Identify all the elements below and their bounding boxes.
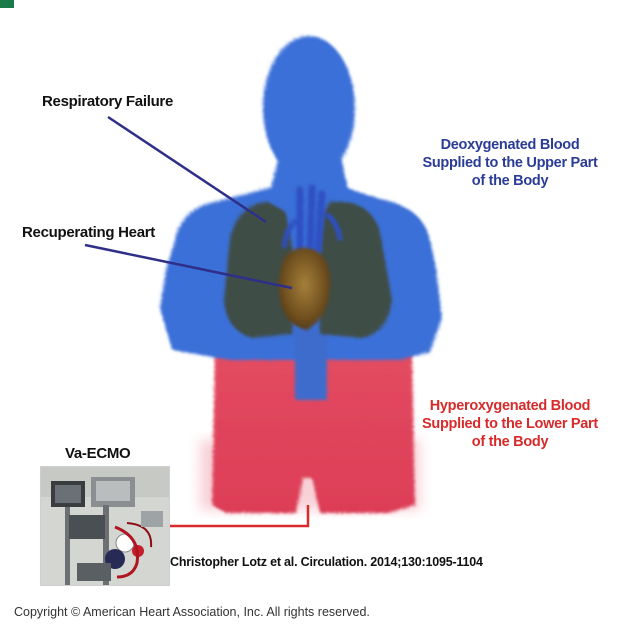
respiratory-failure-pointer: [108, 117, 266, 222]
lower-note-line3: of the Body: [410, 433, 610, 451]
lower-body-note: Hyperoxygenated Blood Supplied to the Lo…: [410, 397, 610, 451]
upper-note-line2: Supplied to the Upper Part: [410, 154, 610, 172]
lower-note-line1: Hyperoxygenated Blood: [410, 397, 610, 415]
label-va-ecmo: Va-ECMO: [65, 445, 130, 462]
ecmo-machine-photo: [40, 466, 170, 586]
upper-note-line1: Deoxygenated Blood: [410, 136, 610, 154]
upper-body-note: Deoxygenated Blood Supplied to the Upper…: [410, 136, 610, 190]
label-recuperating-heart: Recuperating Heart: [22, 224, 155, 241]
copyright-notice: Copyright © American Heart Association, …: [14, 605, 370, 619]
citation: Christopher Lotz et al. Circulation. 201…: [170, 555, 483, 569]
lower-note-line2: Supplied to the Lower Part: [410, 415, 610, 433]
upper-note-line3: of the Body: [410, 172, 610, 190]
label-respiratory-failure: Respiratory Failure: [42, 93, 173, 110]
